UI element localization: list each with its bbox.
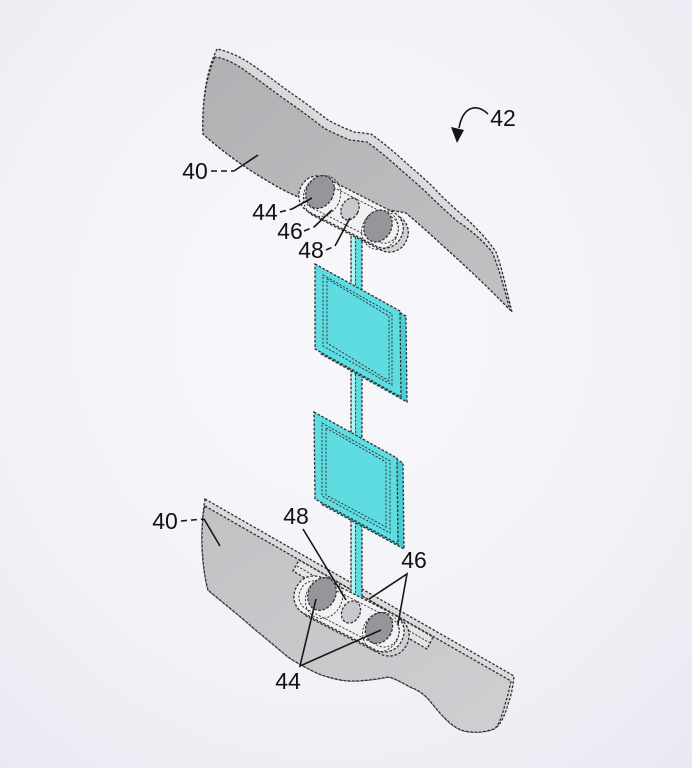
display-upper-face [314, 262, 402, 399]
sensor-top-dot [340, 197, 360, 221]
camera-top-right-boss [361, 209, 399, 251]
leader-44-top-dash [279, 208, 293, 213]
module-bottom-inner-contour [298, 580, 400, 648]
ref-label-46-bottom: 46 [401, 547, 427, 573]
panel-top-face [202, 56, 511, 311]
ref-label-48-bottom: 48 [283, 503, 309, 529]
windshield-panel-top [202, 48, 513, 313]
ref-label-40-top: 40 [182, 158, 208, 184]
camera-module-bottom [293, 575, 410, 657]
curved-arrow-42 [458, 107, 489, 129]
leader-40-bottom [203, 518, 221, 547]
display-lower-bezel-outer [321, 422, 391, 534]
ref-label-40-bottom: 40 [152, 508, 178, 534]
leader-40-top [233, 154, 259, 172]
display-upper [314, 262, 408, 404]
leader-40-bottom-dash [180, 518, 205, 522]
camera-top-right-lens [363, 209, 393, 243]
display-upper-bezel-outer [322, 274, 393, 386]
connector-strip [350, 221, 363, 601]
leader-44-top [291, 197, 313, 210]
ref-label-46-top: 46 [277, 218, 303, 244]
connector-strip-highlight [351, 222, 355, 600]
camera-bottom-right-boss [362, 611, 400, 653]
leader-48-top [334, 217, 351, 247]
module-top-inner-contour [303, 180, 399, 244]
leader-46-top [313, 209, 333, 228]
display-lower-bezel-inner [325, 427, 387, 528]
leader-48-top-dash [325, 245, 336, 251]
leader-46-bottom [368, 572, 409, 625]
leader-44-bottom [298, 598, 382, 668]
camera-bottom-right-lens [364, 611, 394, 645]
ref-label-48-top: 48 [298, 237, 324, 263]
camera-top-left-boss [302, 175, 342, 217]
display-upper-bezel-inner [326, 278, 390, 382]
sensor-bottom-dot [340, 600, 362, 624]
camera-top-left-lens [305, 175, 335, 209]
reference-labels: 42 40 44 46 48 40 48 46 44 [152, 105, 516, 694]
display-lower [313, 410, 405, 551]
arrowhead-icon [451, 127, 464, 143]
ref-label-42: 42 [490, 105, 516, 131]
camera-module-top [298, 175, 409, 253]
leader-48-bottom [302, 528, 347, 601]
leader-lines [180, 107, 489, 668]
leader-46-top-dash [303, 226, 315, 232]
ref-label-44-top: 44 [252, 199, 278, 225]
display-lower-face [313, 410, 399, 546]
ref-label-44-bottom: 44 [275, 668, 301, 694]
